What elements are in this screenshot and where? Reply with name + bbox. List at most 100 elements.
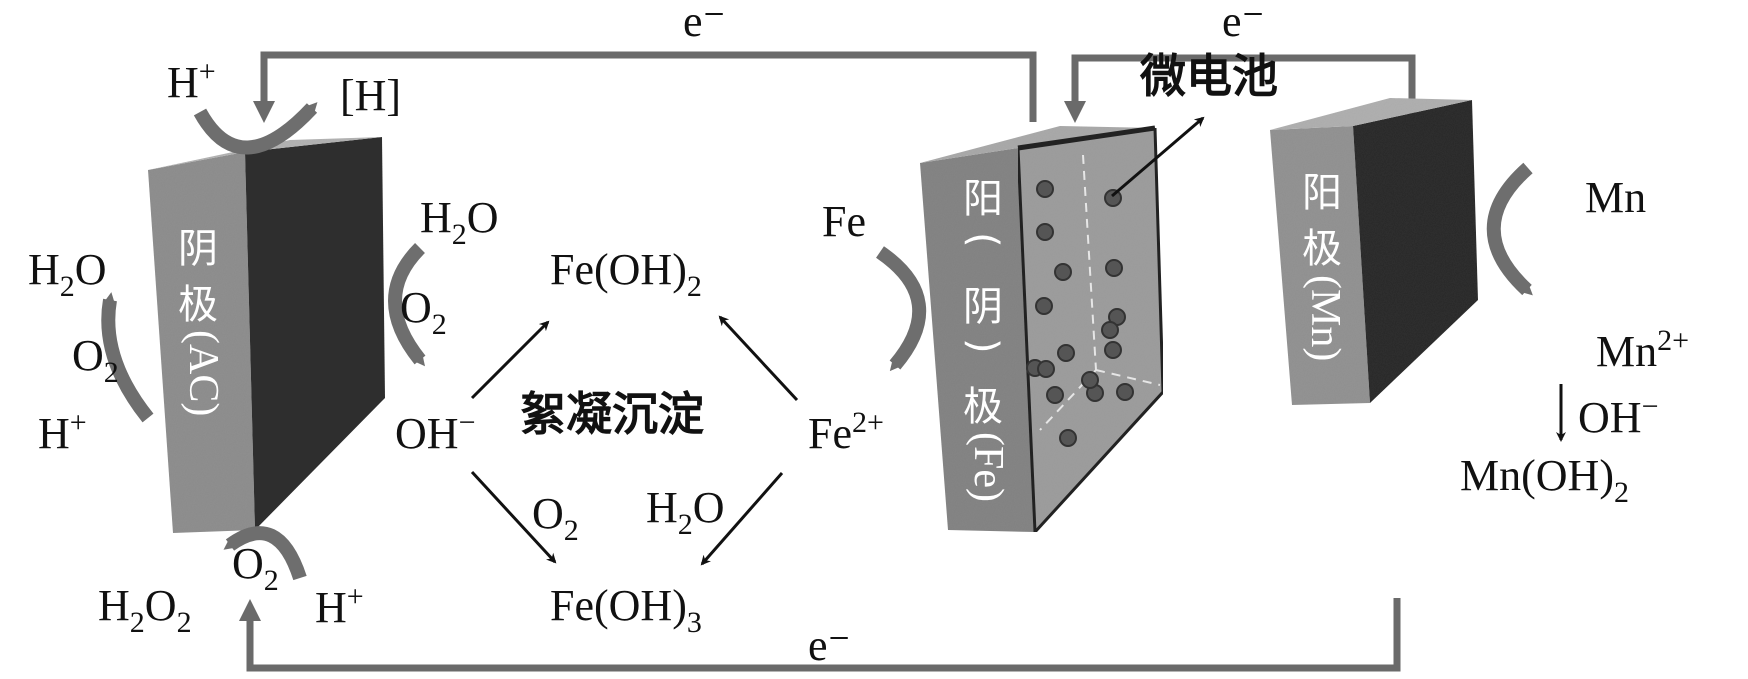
arrow-oh-to-feoh3 <box>470 470 557 564</box>
species-text-part: O <box>75 245 107 294</box>
wire-bottom <box>239 598 1401 672</box>
species-text-part: 2 <box>60 270 75 303</box>
species-o2: O2 <box>532 489 579 547</box>
species-text-part: 2 <box>678 508 693 541</box>
species-text-part: O <box>145 581 177 630</box>
species-mn: Mn <box>1585 173 1646 222</box>
electron-text: e⁻ <box>808 621 851 670</box>
species-text-part: 2 <box>264 564 279 597</box>
curve-arrow-fe <box>875 246 927 372</box>
species-h-plus: H+ <box>315 580 364 632</box>
species-text-part: H <box>38 409 70 458</box>
micro-cell-dot <box>1059 429 1077 447</box>
wire-top-right <box>1064 54 1416 123</box>
fe-label-char: ( <box>960 232 1006 248</box>
electron-label-bottom: e⁻ <box>808 621 851 670</box>
cathode-side-face <box>245 137 385 530</box>
fe-label-suffix: (Fe) <box>965 432 1011 502</box>
species-text-part: OH <box>1578 393 1642 442</box>
species-text-part: − <box>1642 390 1659 423</box>
fe-front-face <box>920 148 1035 532</box>
middle-fe-electrode: 阳 ( 阴 ) 极 (Fe) <box>920 125 1165 536</box>
micro-cell-dot <box>1036 180 1054 198</box>
curve-arrow-cathode-left <box>101 292 154 423</box>
species-text-part: 2 <box>104 356 119 389</box>
species-text-part: 2 <box>452 218 467 251</box>
species-mn-2plus: Mn2+ <box>1596 324 1689 376</box>
species-text-part: 2+ <box>1657 324 1689 357</box>
species-text-part: + <box>199 55 216 88</box>
species-text-part: + <box>347 580 364 613</box>
species-text-part: Mn <box>1596 327 1657 376</box>
species-text-part: − <box>459 406 476 439</box>
species-h2o2: H2O2 <box>98 581 192 639</box>
wire-top-left <box>253 51 1037 123</box>
electron-label-top-right: e⁻ <box>1222 0 1265 46</box>
species-fe-2plus: Fe2+ <box>808 406 884 458</box>
species-o2: O2 <box>72 331 119 389</box>
species-text-part: 2 <box>130 606 145 639</box>
species-text-part: Fe(OH) <box>550 245 687 294</box>
fe-label-char: 阴 <box>963 284 1003 330</box>
fe-dashed-lines <box>1039 154 1161 431</box>
electron-label-top-left: e⁻ <box>683 0 726 46</box>
fe-label-char: 阳 <box>963 176 1003 222</box>
species-text-part: Mn <box>1585 173 1646 222</box>
species-text-part: H <box>420 193 452 242</box>
anode-mn-electrode: 阳 极 (Mn) <box>1270 98 1478 405</box>
species-text-part: OH <box>395 409 459 458</box>
cathode-label-suffix: (AC) <box>180 330 226 416</box>
species-h2o: H2O <box>420 193 499 251</box>
micro-cell-dot <box>1104 341 1122 359</box>
electron-text: e⁻ <box>683 0 726 46</box>
micro-cell-dot <box>1081 371 1099 389</box>
anode-label-char: 阳 <box>1302 170 1342 216</box>
micro-cell-dot <box>1035 297 1053 315</box>
wire-top-left-path <box>260 51 1037 122</box>
anode-side-face <box>1353 100 1478 403</box>
wire-top-right-path <box>1071 54 1416 122</box>
micro-cell-dot <box>1116 383 1134 401</box>
arrow-fe2-to-feoh2 <box>718 315 799 402</box>
species-text-part: Fe <box>808 409 852 458</box>
species-text-part: Fe <box>822 197 866 246</box>
micro-cell-dot <box>1054 263 1072 281</box>
cathode-label-char: 极 <box>178 282 218 328</box>
species-text-part: O <box>232 539 264 588</box>
anode-front-face <box>1270 126 1370 405</box>
cathode-ac-electrode: 阴 极 (AC) <box>148 137 385 533</box>
micro-cell-dot <box>1101 321 1119 339</box>
species-text-part: 2+ <box>852 406 884 439</box>
arrow-oh-to-feoh2 <box>470 320 550 400</box>
species-text-part: Mn(OH) <box>1460 451 1614 500</box>
anode-label-char: 极 <box>1302 226 1342 272</box>
species-h-plus: H+ <box>38 406 87 458</box>
species-text-part: 2 <box>564 514 579 547</box>
species-text-part: 2 <box>432 308 447 341</box>
micro-cell-dot <box>1046 386 1064 404</box>
micro-cell-dot <box>1037 360 1055 378</box>
species-oh-minus: OH− <box>1578 390 1658 442</box>
species-text-part: 2 <box>1614 476 1629 509</box>
species-text-part: H <box>646 483 678 532</box>
wire-bottom-path <box>246 598 1401 672</box>
species-fe-oh-2: Fe(OH)2 <box>550 245 702 303</box>
electron-text: e⁻ <box>1222 0 1265 46</box>
species-text-part: H <box>28 245 60 294</box>
anode-label-suffix: (Mn) <box>1302 275 1348 361</box>
species-text-part: O <box>467 193 499 242</box>
species-text-part: H <box>98 581 130 630</box>
curve-arrow-cathode-right <box>388 243 426 367</box>
micro-cell-dot <box>1104 189 1122 207</box>
species-oh-minus: OH− <box>395 406 475 458</box>
curve-arrow-cathode-bottom <box>223 526 307 581</box>
species-h2o: H2O <box>28 245 107 303</box>
species-mn-oh-2: Mn(OH)2 <box>1460 451 1629 509</box>
fe-label-char: ) <box>960 338 1006 354</box>
flocculation-label: 絮凝沉淀 <box>520 387 704 441</box>
species-o2: O2 <box>232 539 279 597</box>
species-text-part: 2 <box>687 270 702 303</box>
arrow-fe2-to-feoh3 <box>700 472 784 566</box>
species-h2o: H2O <box>646 483 725 541</box>
